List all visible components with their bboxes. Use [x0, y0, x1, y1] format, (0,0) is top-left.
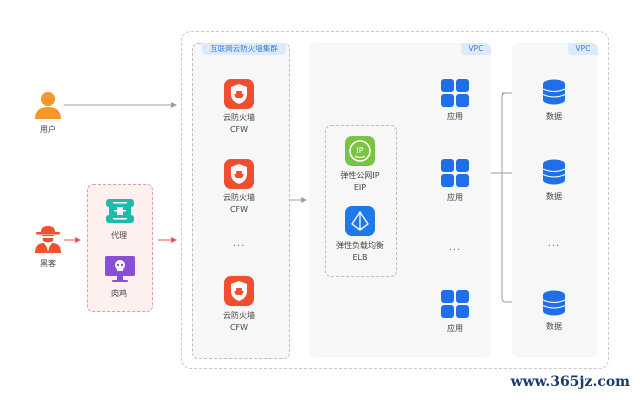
- cfw-abbr-3: CFW: [229, 323, 249, 332]
- gateway-group: [325, 125, 397, 277]
- app-icon: [441, 79, 469, 107]
- firewall-cluster-title: 互联网云防火墙集群: [202, 43, 286, 55]
- app-label-2: 应用: [447, 193, 463, 202]
- database-label-3: 数据: [546, 322, 562, 331]
- eip-abbr: EIP: [353, 183, 367, 192]
- database-icon: [542, 79, 566, 105]
- database-node-3: [542, 290, 566, 320]
- cfw-ellipsis: ...: [232, 238, 246, 249]
- database-icon: [542, 290, 566, 316]
- zombie-node: [104, 255, 136, 287]
- firewall-shield-icon: [231, 84, 247, 104]
- firewall-shield-icon: [231, 164, 247, 184]
- firewall-shield-icon: [231, 281, 247, 301]
- user-icon: [35, 92, 61, 119]
- vpc-data-tag: VPC: [568, 43, 598, 55]
- cfw-name-1: 云防火墙: [223, 113, 255, 122]
- user-label: 用户: [40, 125, 56, 134]
- cfw-node-3: [224, 276, 254, 306]
- database-node-1: [542, 79, 566, 109]
- elb-name: 弹性负载均衡: [336, 241, 384, 250]
- eip-node: IP: [345, 136, 375, 166]
- elb-icon: [351, 210, 369, 231]
- zombie-computer-icon: [105, 256, 135, 282]
- hacker-icon: [35, 226, 61, 253]
- cfw-name-3: 云防火墙: [223, 311, 255, 320]
- proxy-label: 代理: [111, 231, 127, 240]
- database-label-1: 数据: [546, 112, 562, 121]
- svg-text:IP: IP: [356, 146, 363, 155]
- hacker-label: 黑客: [40, 259, 56, 268]
- proxy-icon: [106, 199, 134, 223]
- app-icon: [441, 159, 469, 187]
- proxy-node: [105, 198, 135, 228]
- cfw-name-2: 云防火墙: [223, 193, 255, 202]
- cfw-abbr-2: CFW: [229, 205, 249, 214]
- elb-node: [345, 206, 375, 236]
- cfw-node-2: [224, 159, 254, 189]
- user-node: [33, 90, 63, 124]
- database-node-2: [542, 159, 566, 189]
- database-ellipsis: ...: [547, 238, 561, 249]
- cfw-node-1: [224, 79, 254, 109]
- app-ellipsis: ...: [448, 242, 462, 253]
- eip-name: 弹性公网IP: [340, 171, 380, 180]
- watermark: www.365jz.com: [510, 374, 630, 390]
- elb-abbr: ELB: [352, 253, 368, 262]
- eip-icon: IP: [349, 140, 371, 162]
- zombie-label: 肉鸡: [111, 289, 127, 298]
- database-icon: [542, 159, 566, 185]
- security-boundary: [181, 31, 609, 369]
- app-icon: [441, 290, 469, 318]
- database-label-2: 数据: [546, 192, 562, 201]
- app-label-1: 应用: [447, 112, 463, 121]
- vpc-app-tag: VPC: [461, 43, 491, 55]
- hacker-node: [33, 224, 63, 258]
- cfw-abbr-1: CFW: [229, 125, 249, 134]
- app-label-3: 应用: [447, 324, 463, 333]
